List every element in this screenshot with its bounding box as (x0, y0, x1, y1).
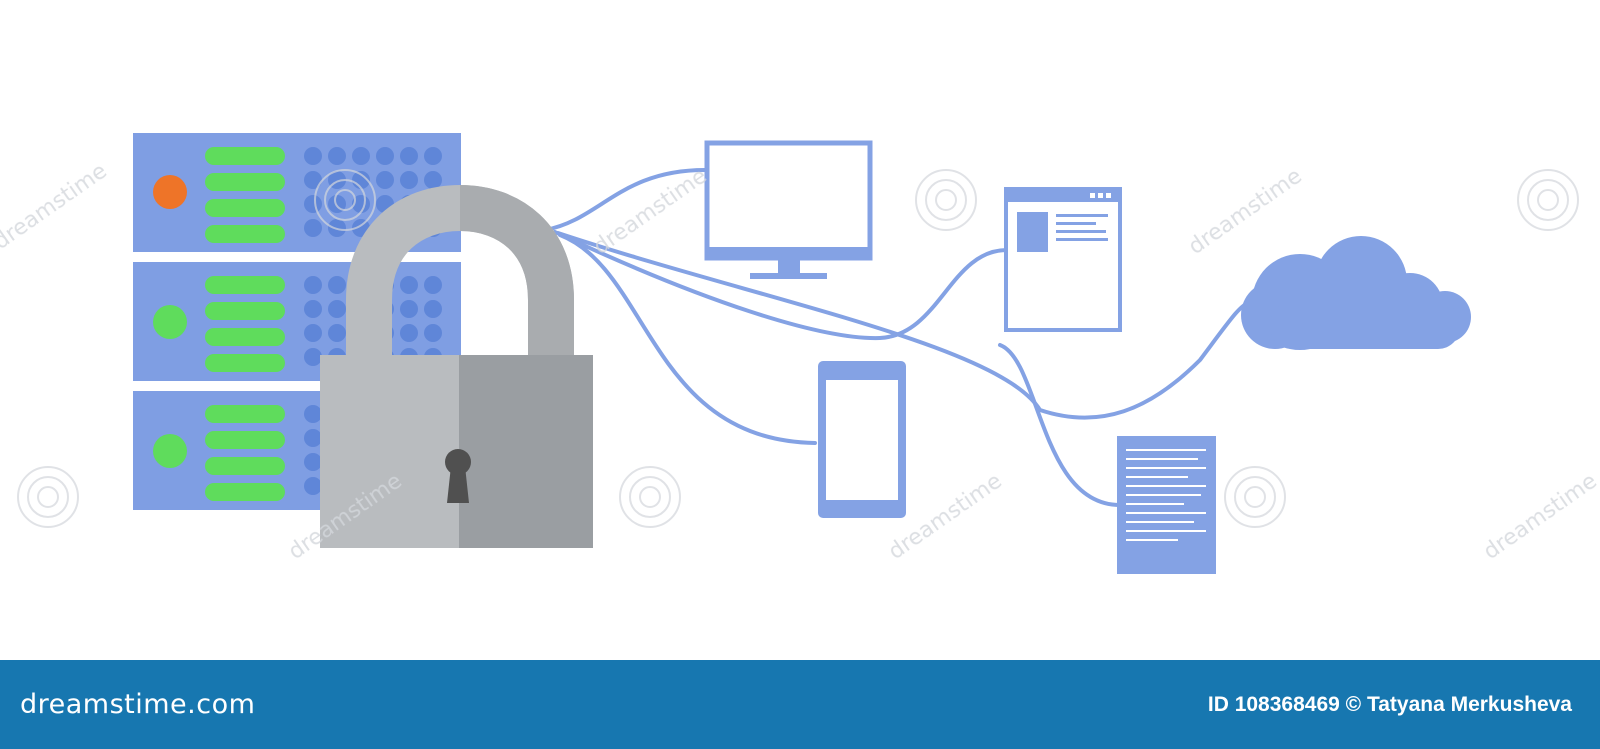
footer-bar: dreamstime.com ID 108368469 © Tatyana Me… (0, 660, 1600, 749)
watermark-text: dreamstime (0, 159, 112, 255)
data-security-illustration: dreamstime dreamstime dreamstime dreamst… (0, 133, 1600, 574)
text-document-icon (1117, 436, 1216, 574)
watermark-text: dreamstime (1479, 469, 1600, 565)
connection-cloud (556, 231, 1252, 420)
watermark-spiral-icon (314, 169, 376, 231)
padlock-body-left (320, 355, 460, 548)
padlock-body-right (459, 355, 593, 548)
watermark-spiral-icon (1517, 169, 1579, 231)
watermark-spiral-icon (17, 466, 79, 528)
connection-phone (558, 233, 817, 445)
connection-browser (553, 230, 1009, 341)
server-unit-top (133, 133, 461, 252)
browser-window-icon (1004, 187, 1122, 332)
cloud-icon (1241, 236, 1471, 350)
connection-document (998, 343, 1122, 507)
desktop-monitor-icon (704, 140, 873, 279)
status-led-orange (153, 175, 187, 209)
padlock-icon (320, 184, 593, 548)
watermark-layer (17, 169, 1579, 528)
watermark-spiral-icon (915, 169, 977, 231)
watermark-text: dreamstime (1184, 164, 1307, 260)
footer-logo-text: dreamstime.com (20, 689, 256, 720)
watermark-spiral-icon (619, 466, 681, 528)
network-connections (543, 168, 1252, 507)
server-rack-icon (133, 133, 461, 510)
smartphone-icon (818, 361, 906, 518)
keyhole-icon (445, 449, 471, 503)
image-credit: ID 108368469 © Tatyana Merkusheva (1207, 692, 1572, 716)
status-led-green (153, 434, 187, 468)
status-led-green (153, 305, 187, 339)
connection-monitor (543, 168, 707, 232)
watermark-spiral-icon (1224, 466, 1286, 528)
